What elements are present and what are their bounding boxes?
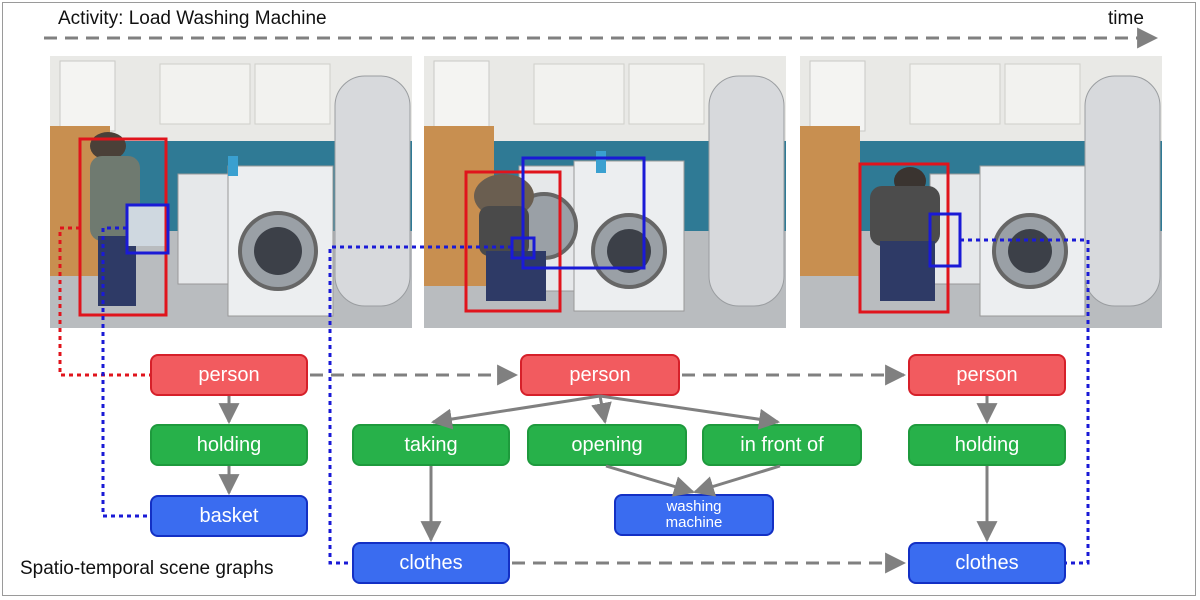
graph3-person-node: person <box>908 354 1066 396</box>
graph2-opening-node: opening <box>527 424 687 466</box>
graph1-basket-node: basket <box>150 495 308 537</box>
graph3-clothes-node: clothes <box>908 542 1066 584</box>
graph2-clothes-node: clothes <box>352 542 510 584</box>
video-frame-2 <box>424 56 786 328</box>
graph2-person-node: person <box>520 354 680 396</box>
video-frame-1 <box>50 56 412 328</box>
graph2-washing-machine-node: washing machine <box>614 494 774 536</box>
graph1-person-node: person <box>150 354 308 396</box>
graph1-holding-node: holding <box>150 424 308 466</box>
graph2-in-front-of-node: in front of <box>702 424 862 466</box>
graph2-taking-node: taking <box>352 424 510 466</box>
caption: Spatio-temporal scene graphs <box>20 558 274 579</box>
video-frame-3 <box>800 56 1162 328</box>
activity-title: Activity: Load Washing Machine <box>58 8 327 29</box>
graph3-holding-node: holding <box>908 424 1066 466</box>
time-label: time <box>1108 8 1144 29</box>
